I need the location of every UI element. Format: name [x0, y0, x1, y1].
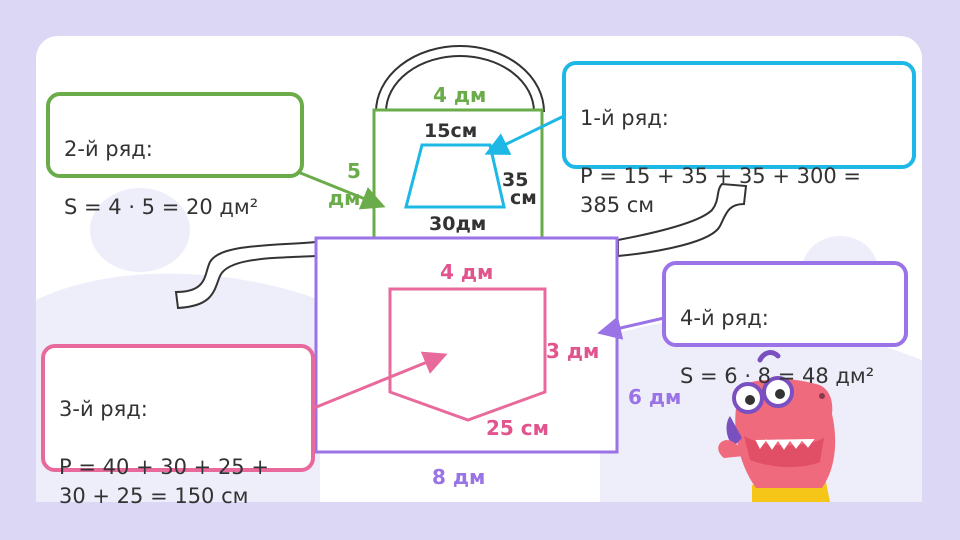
waist-ties — [174, 182, 748, 310]
row4-callout: 4-й ряд: S = 6 · 8 = 48 дм² — [662, 261, 908, 388]
body-width-label: 8 дм — [432, 465, 486, 489]
row4-formula: S = 6 · 8 = 48 дм² — [680, 364, 875, 388]
dino-mascot-icon — [718, 350, 836, 502]
apron-pocket — [388, 287, 547, 422]
bib-width-label: 4 дм — [433, 83, 487, 107]
row4-title: 4-й ряд: — [680, 306, 769, 330]
trapezoid-top-label: 15см — [424, 120, 478, 142]
row2-title: 2-й ряд: — [64, 137, 153, 161]
arrow-row3 — [313, 351, 448, 410]
neck-strap — [375, 45, 545, 113]
row2-callout: 2-й ряд: S = 4 · 5 = 20 дм² — [46, 92, 304, 219]
bib-height-value-label: 5 — [347, 159, 361, 183]
body-height-label: 6 дм — [628, 385, 682, 409]
row3-title: 3-й ряд: — [59, 397, 148, 421]
pocket-bottom-label: 25 см — [486, 416, 549, 440]
row3-formula: P = 40 + 30 + 25 + 30 + 25 = 150 см — [59, 455, 269, 508]
row3-callout: 3-й ряд: P = 40 + 30 + 25 + 30 + 25 = 15… — [41, 344, 315, 508]
row1-callout: 1-й ряд: P = 15 + 35 + 35 + 300 = 385 см — [562, 61, 916, 217]
arrow-row1 — [484, 114, 565, 155]
pocket-top-label: 4 дм — [440, 260, 494, 284]
row2-formula: S = 4 · 5 = 20 дм² — [64, 195, 259, 219]
row1-formula: P = 15 + 35 + 35 + 300 = 385 см — [580, 164, 861, 217]
bib-trapezoid — [404, 143, 506, 209]
trapezoid-side-value-label: 35 — [502, 169, 529, 191]
bib-height-unit-label: дм — [328, 186, 361, 210]
row1-title: 1-й ряд: — [580, 106, 669, 130]
trapezoid-bottom-label: 30дм — [429, 213, 487, 235]
arrow-row2 — [297, 170, 386, 210]
apron-body — [314, 236, 619, 454]
arrow-row4 — [597, 316, 665, 340]
pocket-side-label: 3 дм — [546, 339, 600, 363]
trapezoid-side-unit-label: см — [510, 187, 537, 209]
